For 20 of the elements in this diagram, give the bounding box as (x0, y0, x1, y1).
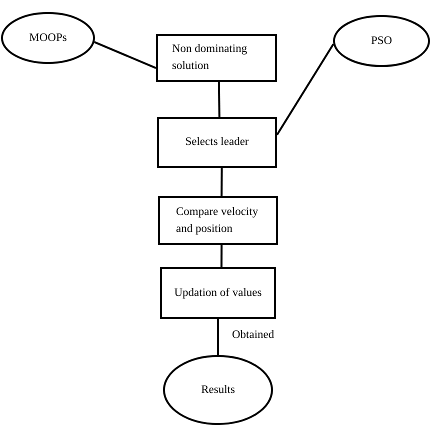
process-box (157, 117, 277, 168)
ellipse-node (333, 15, 430, 67)
process-box (156, 34, 277, 82)
process-box (160, 267, 276, 319)
connector-line (276, 44, 334, 136)
connector-line (218, 82, 220, 118)
node-text: Non dominating solution (172, 42, 248, 74)
node-text: Compare velocity and position (176, 204, 260, 236)
ellipse-node (1, 12, 95, 64)
process-box (158, 196, 278, 245)
node-text: Updation of values (174, 286, 262, 300)
node-text: MOOPs (29, 30, 67, 46)
node-text: PSO (370, 34, 392, 48)
connector-line (220, 245, 223, 267)
connector-line (94, 41, 156, 69)
node-text: Selects leader (185, 135, 249, 150)
connector-line (217, 319, 219, 355)
ellipse-node (163, 355, 273, 425)
connector-line (220, 168, 223, 196)
node-text: Results (201, 382, 235, 398)
